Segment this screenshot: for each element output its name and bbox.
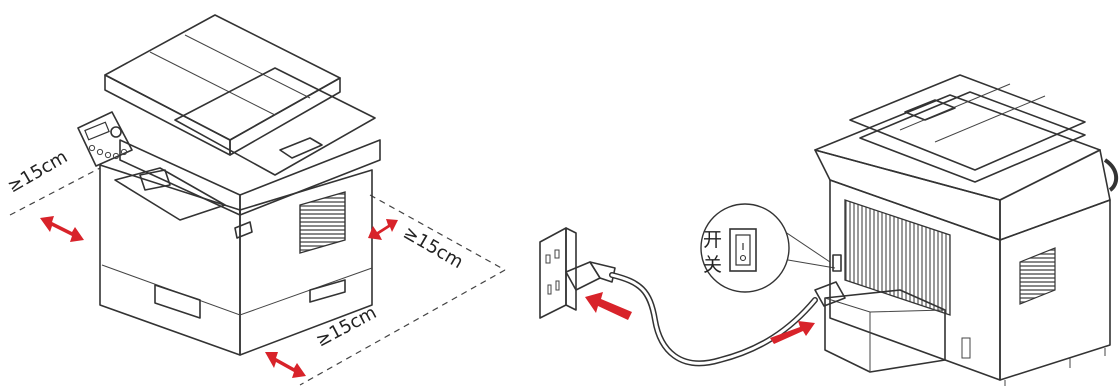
rear-vent [844, 199, 951, 316]
side-vent [299, 191, 346, 254]
control-panel [77, 111, 133, 167]
wall-socket [539, 227, 577, 319]
clearance-arrow-left [40, 216, 84, 242]
plug-arrow-socket [585, 292, 632, 320]
clearance-label-left: ≥15cm [4, 146, 71, 197]
clearance-arrow-front [265, 352, 306, 378]
printer-front-view [9, 14, 506, 386]
clearance-line-right-top [369, 194, 506, 271]
switch-label-off: 关 [703, 254, 722, 276]
power-switch-callout: 开 关 [700, 203, 836, 293]
printer-rear-view [814, 74, 1119, 386]
clearance-line-left [9, 167, 101, 216]
clearance-label-front: ≥15cm [312, 302, 380, 351]
switch-label-on: 开 [703, 229, 722, 251]
power-switch-icon [729, 228, 757, 272]
plug-arrow-printer [770, 321, 815, 344]
clearance-arrow-right [368, 219, 398, 240]
clearance-label-right: ≥15cm [400, 222, 467, 273]
power-plug [565, 261, 616, 291]
